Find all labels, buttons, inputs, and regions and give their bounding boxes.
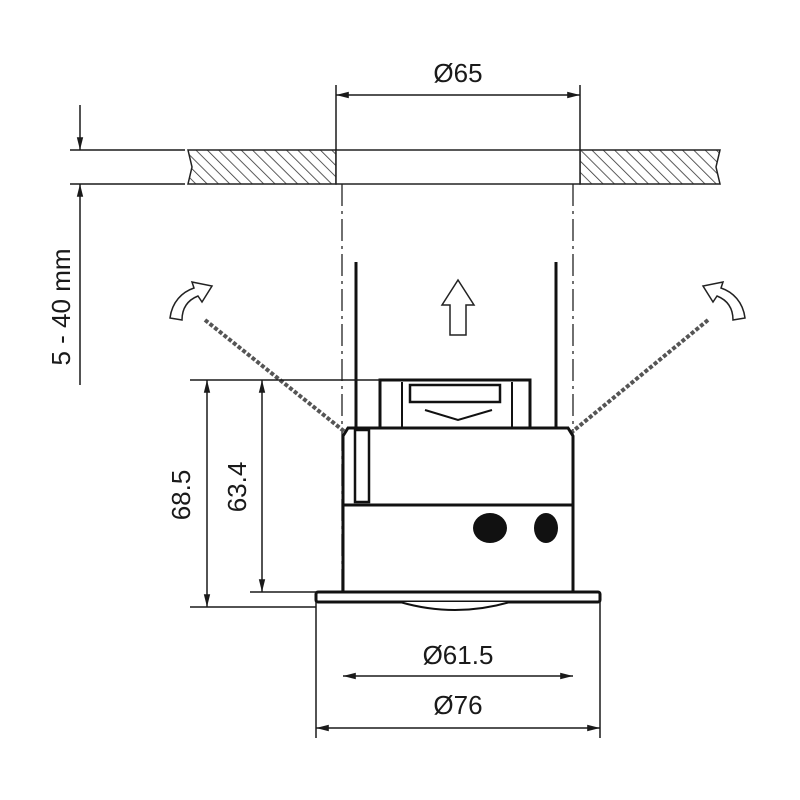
height-dimensions: 68.5 63.4 — [166, 379, 380, 608]
rotate-arrow-left-icon — [169, 281, 214, 321]
total-height-label: 68.5 — [166, 470, 196, 521]
ceiling-thickness-dimension: 5 - 40 mm — [46, 105, 185, 385]
cutout-diameter-dimension: Ø65 — [335, 58, 581, 150]
insert-up-arrow-icon — [440, 278, 476, 336]
diameter-dimensions: Ø61.5 Ø76 — [315, 602, 601, 738]
ceiling-panel — [187, 149, 721, 185]
cutout-diameter-label: Ø65 — [433, 58, 482, 88]
flange-diameter-label: Ø76 — [433, 690, 482, 720]
sensor-body — [314, 378, 602, 611]
body-diameter-label: Ø61.5 — [423, 640, 494, 670]
ceiling-thickness-label: 5 - 40 mm — [46, 248, 76, 365]
rotate-arrow-right-icon — [701, 281, 746, 321]
cutout-hole — [335, 149, 581, 185]
adjust-knob-left — [473, 513, 507, 543]
body-height-label: 63.4 — [222, 462, 252, 513]
adjust-knob-right — [534, 513, 558, 543]
